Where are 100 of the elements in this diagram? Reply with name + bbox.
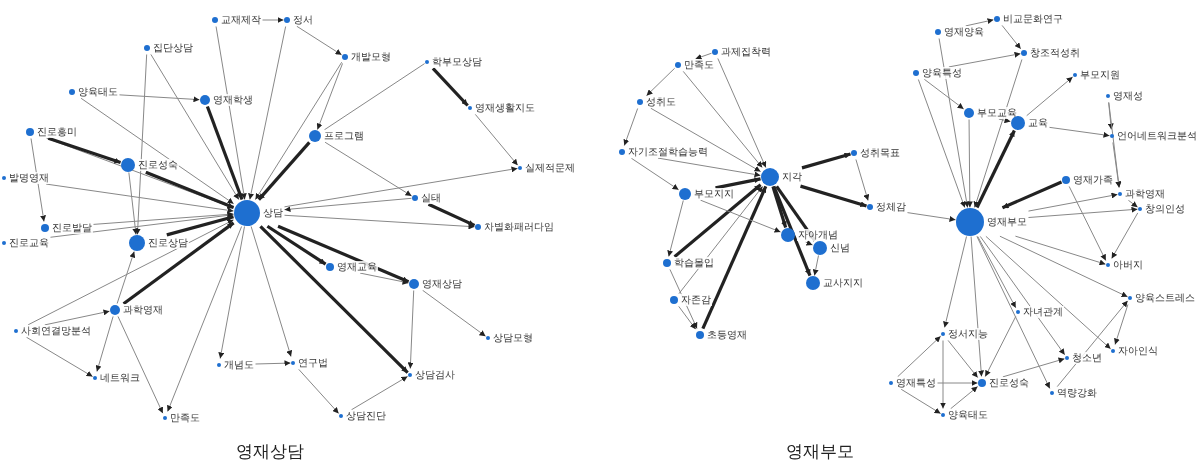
node-label: 진로상담 — [147, 237, 189, 249]
arrow — [284, 214, 475, 230]
arrow — [218, 226, 245, 359]
node-label: 상담 — [262, 207, 284, 219]
arrow — [805, 239, 814, 246]
arrow — [296, 25, 343, 56]
node-label: 네트워크 — [99, 372, 141, 384]
arrow — [134, 54, 148, 235]
arrow — [975, 129, 1016, 209]
node-label: 청소년 — [1071, 352, 1103, 364]
arrow — [166, 215, 234, 237]
arrow — [44, 309, 110, 326]
node-label: 상담진단 — [345, 410, 387, 422]
arrow — [1014, 235, 1106, 266]
arrow — [673, 183, 762, 258]
node-label: 자아개념 — [797, 229, 839, 241]
arrow — [678, 185, 764, 295]
arrow — [977, 235, 1017, 309]
node-label: 부모교육 — [976, 107, 1018, 119]
arrow — [47, 136, 122, 164]
node-label: 진로흥미 — [36, 126, 78, 138]
node-label: 영재학생 — [212, 94, 254, 106]
node-label: 학습몰입 — [673, 257, 715, 269]
arrow — [26, 336, 94, 378]
arrow — [717, 57, 767, 169]
node-label: 학부모상담 — [431, 56, 483, 68]
arrow — [715, 177, 761, 190]
node-label: 부모지원 — [1079, 69, 1121, 81]
node-label: 창의인성 — [1144, 203, 1186, 215]
arrow — [45, 183, 234, 214]
arrow — [116, 251, 136, 304]
arrow — [772, 185, 812, 277]
arrow — [298, 368, 340, 414]
arrow — [1108, 102, 1122, 188]
node-label: 과제집착력 — [720, 46, 772, 58]
arrow — [1111, 212, 1139, 260]
arrow — [1002, 357, 1065, 378]
arrow — [966, 119, 973, 208]
arrow — [938, 38, 970, 208]
node-label: 영재생활지도 — [474, 102, 536, 114]
arrow — [950, 386, 979, 410]
node-label: 영재양육 — [943, 26, 985, 38]
arrow — [812, 255, 819, 276]
arrow — [700, 199, 782, 233]
node-label: 영재교육 — [336, 261, 378, 273]
arrow — [324, 141, 413, 197]
arrow — [970, 236, 985, 377]
arrow — [973, 59, 1023, 208]
node-label: 교사지지 — [822, 277, 864, 289]
arrow — [907, 212, 956, 222]
arrow — [923, 78, 965, 110]
node-label: 진로성숙 — [137, 159, 179, 171]
arrow — [1028, 206, 1138, 219]
node-label: 집단상담 — [152, 42, 194, 54]
arrow — [1001, 24, 1022, 50]
arrow — [167, 225, 243, 413]
arrow — [976, 235, 1051, 389]
arrow — [650, 107, 762, 173]
arrow — [646, 67, 676, 97]
arrow — [943, 236, 967, 328]
arrow — [1112, 142, 1122, 188]
node-label: 영재특성 — [895, 377, 937, 389]
arrow — [254, 61, 343, 201]
arrow — [1001, 180, 1063, 210]
node-label: 프로그램 — [323, 130, 365, 142]
arrow — [257, 141, 311, 201]
node-label: 실제적문제 — [524, 162, 576, 174]
arrow — [937, 380, 978, 386]
arrow — [128, 172, 139, 235]
node-label: 실태 — [420, 192, 442, 204]
node-label: 정서 — [292, 14, 314, 26]
panel-caption: 영재상담 — [236, 440, 304, 463]
arrow — [999, 235, 1129, 298]
arrow — [248, 26, 287, 200]
node-label: 영재가족 — [1072, 174, 1114, 186]
node-label: 사회연결망분석 — [20, 325, 92, 337]
node-label: 자녀관계 — [1022, 306, 1064, 318]
node-label: 발명영재 — [8, 172, 50, 184]
arrow — [145, 170, 235, 210]
node-label: 양육스트레스 — [1134, 292, 1196, 304]
arrow — [800, 184, 867, 208]
arrow — [407, 290, 415, 369]
arrow — [965, 18, 994, 27]
arrow — [474, 113, 519, 166]
arrow — [80, 97, 235, 205]
arrow — [855, 159, 870, 201]
arrow — [122, 221, 235, 305]
arrow — [250, 226, 293, 357]
arrow — [316, 62, 344, 131]
arrow — [93, 211, 234, 225]
node-label: 상담모형 — [492, 332, 534, 344]
node-label: 신념 — [829, 242, 851, 254]
node-label: 자존감 — [680, 294, 712, 306]
arrow — [1026, 76, 1074, 117]
arrow — [948, 51, 1021, 68]
arrow — [998, 117, 1011, 124]
node-label: 역량강화 — [1056, 387, 1098, 399]
node-label: 양육태도 — [77, 86, 119, 98]
arrow — [1056, 300, 1129, 388]
arrow — [117, 315, 164, 414]
